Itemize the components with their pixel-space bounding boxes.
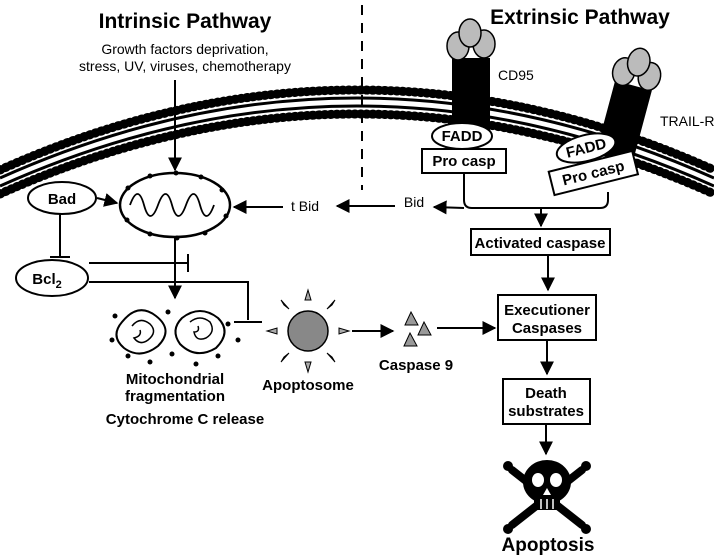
cd95-receptor <box>446 18 496 130</box>
procasp-trail <box>547 149 640 197</box>
fadd-cd95-label: FADD <box>442 128 483 145</box>
extrinsic-title: Extrinsic Pathway <box>490 6 670 29</box>
apoptosome-icon <box>265 288 351 374</box>
stimuli-line-1: Growth factors deprivation, <box>101 41 268 57</box>
cytochrome-label: Cytochrome C release <box>106 411 264 428</box>
death-substrates-box <box>502 378 591 425</box>
caspase9-icon <box>403 310 432 347</box>
activated-caspase-box <box>470 228 611 256</box>
mito-frag-line-1: Mitochondrial <box>126 371 224 388</box>
trail-r-label: TRAIL-R <box>660 113 714 129</box>
stimuli-line-2: stress, UV, viruses, chemotherapy <box>79 58 291 74</box>
cd95-label: CD95 <box>498 67 534 83</box>
death-line-2: substrates <box>508 403 584 420</box>
bcl2-label-base: Bcl <box>32 271 55 288</box>
mito-frag-line-2: fragmentation <box>125 388 225 405</box>
bcl2-inhibits-apoptosome <box>89 281 249 320</box>
procasp-cd95-label: Pro casp <box>432 153 495 170</box>
death-line-1: Death <box>525 385 567 402</box>
tbid-label: t Bid <box>291 198 319 214</box>
bad-label: Bad <box>48 191 76 208</box>
executioner-line-2: Caspases <box>512 320 582 337</box>
intrinsic-title: Intrinsic Pathway <box>99 10 272 33</box>
executioner-line-1: Executioner <box>504 302 590 319</box>
fragmented-mitochondria-icon <box>109 309 241 367</box>
apoptosis-label: Apoptosis <box>502 535 595 556</box>
bcl2-label-sub: 2 <box>56 279 62 291</box>
executioner-box <box>497 294 597 341</box>
bcl2-label: Bcl2 <box>32 271 61 291</box>
activated-caspase-label: Activated caspase <box>475 235 606 252</box>
apoptosome-label: Apoptosome <box>262 377 354 394</box>
bad-to-mito-arrow <box>96 193 119 207</box>
procasp-bracket <box>463 174 609 209</box>
caspase9-label: Caspase 9 <box>379 357 453 374</box>
bid-label: Bid <box>404 194 424 210</box>
skull-crossbones-icon <box>503 460 591 534</box>
bad-node <box>27 181 97 215</box>
bcl2-node <box>15 259 89 297</box>
procasp-cd95 <box>421 148 507 174</box>
procasp-to-bid-arrow <box>432 200 465 215</box>
mitochondrion-icon <box>118 170 232 241</box>
